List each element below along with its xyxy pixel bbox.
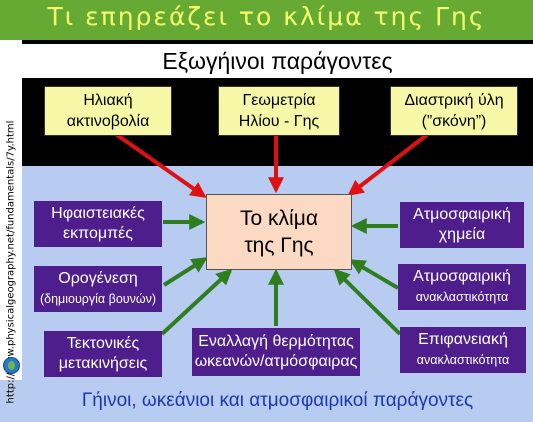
internal-factor-volcanic-emissions: Ηφαιστειακές εκπομπές: [34, 201, 162, 247]
internal-factor-line: Εναλλαγή θερμότητας: [198, 333, 354, 350]
external-factor-line: Γεωμετρία: [242, 92, 316, 109]
external-header-strip: [22, 44, 533, 78]
external-factor-line: Ηλίου - Γης: [238, 113, 320, 130]
external-factor-line: Ηλιακή: [83, 92, 133, 109]
internal-factor-line: Ατμοσφαιρική: [413, 206, 511, 223]
internal-factor-line: Ηφαιστειακές: [51, 205, 145, 222]
climate-center-line: της Γης: [244, 234, 314, 257]
external-factor-solar-radiation: Ηλιακή ακτινοβολία: [44, 86, 172, 136]
source-url-strip: http://www.physicalgeography.net/fundame…: [0, 40, 22, 403]
internal-factor-tectonic-movements: Τεκτονικές μετακινήσεις: [44, 331, 162, 377]
internal-factor-line: εκπομπές: [63, 225, 133, 242]
climate-center-box: Το κλίμα της Γης: [206, 194, 352, 270]
arrow-surface-reflectivity-to-climate: [333, 268, 402, 336]
external-factors-header: Εξωγήινοι παράγοντες: [162, 48, 393, 74]
internal-factor-atmospheric-chemistry: Ατμοσφαιρική χημεία: [400, 202, 524, 248]
globe-logo-icon: [3, 357, 20, 374]
arrow-solar-to-climate: [108, 128, 207, 198]
internal-factor-line: χημεία: [438, 226, 486, 243]
climate-center-line: Το κλίμα: [240, 207, 318, 230]
arrow-dust-to-climate: [347, 132, 430, 196]
internal-factor-orogeny: Ορογένεση (δημιουργία βουνών): [34, 266, 162, 312]
internal-factor-line: Τεκτονικές: [66, 335, 140, 352]
internal-factor-line: ωκεανών/ατμόσφαιρας: [194, 353, 358, 370]
internal-factor-line: μετακινήσεις: [58, 355, 148, 372]
external-factor-line: Διαστρική ύλη: [404, 92, 504, 109]
external-factor-sun-earth-geometry: Γεωμετρία Ηλίου - Γης: [218, 86, 340, 136]
diagram-title: Τι επηρεάζει το κλίμα της Γης: [47, 2, 486, 31]
external-factor-interstellar-dust: Διαστρική ύλη (”σκόνη”): [390, 86, 518, 136]
internal-factor-line: (δημιουργία βουνών): [39, 292, 157, 306]
title-band: Τι επηρεάζει το κλίμα της Γης: [0, 0, 533, 40]
internal-factor-atmospheric-reflectivity: Ατμοσφαιρική ανακλαστικότητα: [398, 264, 526, 310]
internal-factor-line: Ατμοσφαιρική: [413, 268, 511, 285]
internal-factor-line: ανακλαστικότητα: [415, 290, 509, 304]
internal-factor-surface-reflectivity: Επιφανειακή ανακλαστικότητα: [400, 327, 526, 373]
external-factor-line: (”σκόνη”): [421, 113, 487, 130]
internal-factor-line: Ορογένεση: [58, 270, 138, 287]
internal-factor-ocean-atmosphere-heat-exchange: Εναλλαγή θερμότητας ωκεανών/ατμόσφαιρας: [192, 328, 360, 376]
arrow-orogeny-to-climate: [162, 257, 208, 287]
internal-factor-line: Επιφανειακή: [418, 331, 508, 348]
arrow-atm-reflectivity-to-climate: [349, 259, 400, 290]
external-factor-line: ακτινοβολία: [66, 113, 150, 130]
internal-factors-footer: Γήινοι, ωκεάνιοι και ατμοσφαιρικοί παράγ…: [81, 390, 474, 411]
internal-factor-line: ανακλαστικότητα: [416, 353, 510, 367]
arrow-tectonic-to-climate: [160, 268, 233, 336]
